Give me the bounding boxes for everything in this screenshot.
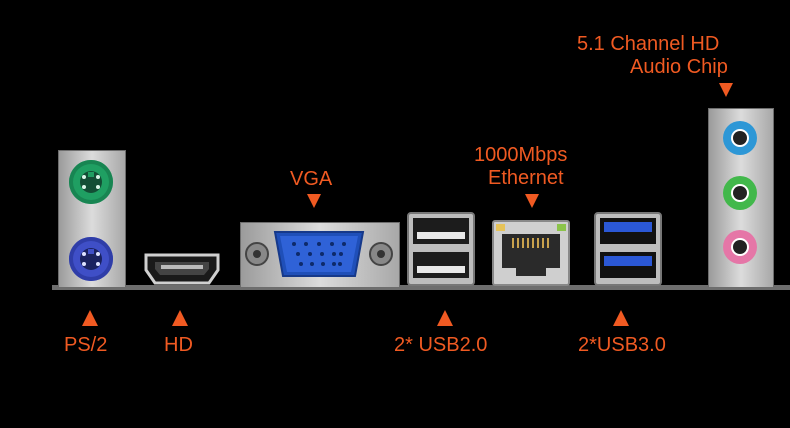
- hd-label: HD: [164, 334, 193, 356]
- ps2-label: PS/2: [64, 334, 108, 356]
- usb2-arrow-icon: [437, 310, 453, 326]
- panel-baseline: [52, 285, 790, 290]
- ethernet-label-line1: 1000Mbps: [474, 144, 568, 166]
- audio-jack-green-icon: [723, 176, 757, 210]
- vga-port-icon: [240, 222, 398, 286]
- vga-label: VGA: [290, 168, 333, 190]
- ethernet-label-line2: Ethernet: [488, 167, 564, 189]
- audio-label-line1: 5.1 Channel HD: [577, 33, 720, 55]
- audio-label-line2: Audio Chip: [630, 56, 728, 78]
- ethernet-arrow-icon: [525, 194, 539, 208]
- hdmi-port-icon: [143, 252, 221, 286]
- usb3-port-icon: [594, 212, 662, 286]
- audio-arrow-icon: [719, 83, 733, 97]
- vga-arrow-icon: [307, 194, 321, 208]
- usb2-label: 2* USB2.0: [394, 334, 488, 356]
- audio-jack-blue-icon: [723, 121, 757, 155]
- audio-jack-pink-icon: [723, 230, 757, 264]
- usb3-label: 2*USB3.0: [578, 334, 666, 356]
- usb3-arrow-icon: [613, 310, 629, 326]
- ps2-keyboard-port-icon: [69, 237, 113, 281]
- ps2-arrow-icon: [82, 310, 98, 326]
- ps2-mouse-port-icon: [69, 160, 113, 204]
- usb2-port-icon: [407, 212, 475, 286]
- hd-arrow-icon: [172, 310, 188, 326]
- ethernet-port-icon: [492, 220, 570, 286]
